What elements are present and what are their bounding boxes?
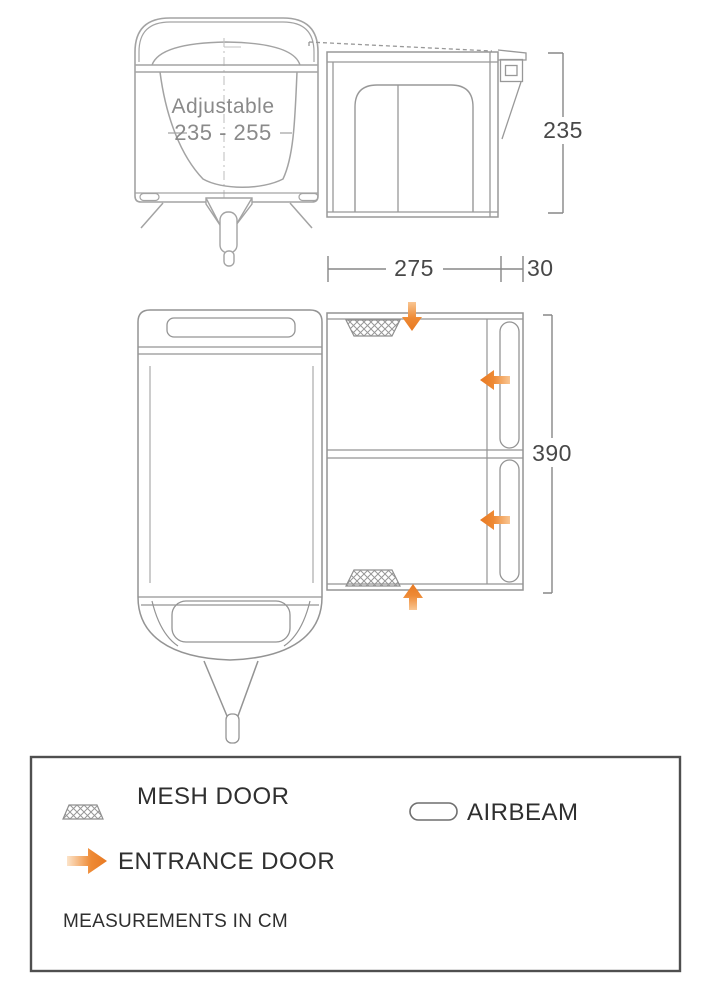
corner-steady-left bbox=[140, 202, 164, 229]
depth-main-value: 275 bbox=[394, 255, 434, 281]
a-frame bbox=[203, 660, 259, 717]
length-dimension bbox=[543, 314, 553, 594]
side-view bbox=[308, 41, 527, 218]
mesh-door-bottom bbox=[345, 569, 401, 587]
height-value: 235 bbox=[537, 117, 589, 144]
hitch-plan bbox=[225, 713, 240, 744]
roof-dashed-line bbox=[308, 41, 493, 52]
mesh-door-icon bbox=[62, 804, 104, 820]
front-view bbox=[134, 17, 319, 267]
caravan-rail-profile bbox=[497, 49, 527, 140]
entrance-door-label: ENTRANCE DOOR bbox=[118, 848, 336, 875]
length-value: 390 bbox=[526, 440, 578, 467]
adjustable-label: Adjustable bbox=[171, 95, 275, 118]
caravan-front-window bbox=[171, 600, 291, 643]
caravan-plan-outline bbox=[137, 309, 323, 661]
mesh-door-label: MESH DOOR bbox=[137, 783, 290, 810]
caravan-front-outline bbox=[134, 17, 319, 203]
legend bbox=[29, 755, 682, 973]
marker-light-left bbox=[139, 192, 160, 202]
awning-plan bbox=[326, 312, 524, 591]
measurements-note: MEASUREMENTS IN CM bbox=[63, 911, 288, 932]
height-dimension bbox=[548, 52, 564, 214]
entrance-door-arrow-icon bbox=[67, 848, 107, 874]
depth-extension-value: 30 bbox=[527, 255, 554, 281]
awning-roof-arc bbox=[151, 41, 301, 66]
entrance-arrow-top bbox=[402, 302, 422, 331]
corner-steady-right bbox=[289, 202, 313, 229]
side-door-outline bbox=[354, 84, 474, 212]
legend-box bbox=[29, 755, 682, 973]
hitch-assembly bbox=[205, 197, 253, 267]
adjustable-range-label: 235 - 255 bbox=[174, 120, 272, 145]
mesh-door-top bbox=[345, 319, 401, 337]
entrance-arrow-bottom bbox=[403, 584, 423, 610]
plan-view bbox=[137, 302, 524, 744]
entrance-arrow-right-upper bbox=[480, 370, 510, 390]
marker-light-right bbox=[298, 192, 319, 202]
airbeam-tube-top bbox=[499, 321, 520, 449]
caravan-rear-window bbox=[166, 317, 296, 338]
airbeam-label: AIRBEAM bbox=[467, 799, 579, 826]
airbeam-icon bbox=[409, 802, 458, 821]
depth-dimension bbox=[327, 256, 524, 282]
entrance-arrow-right-lower bbox=[480, 510, 510, 530]
